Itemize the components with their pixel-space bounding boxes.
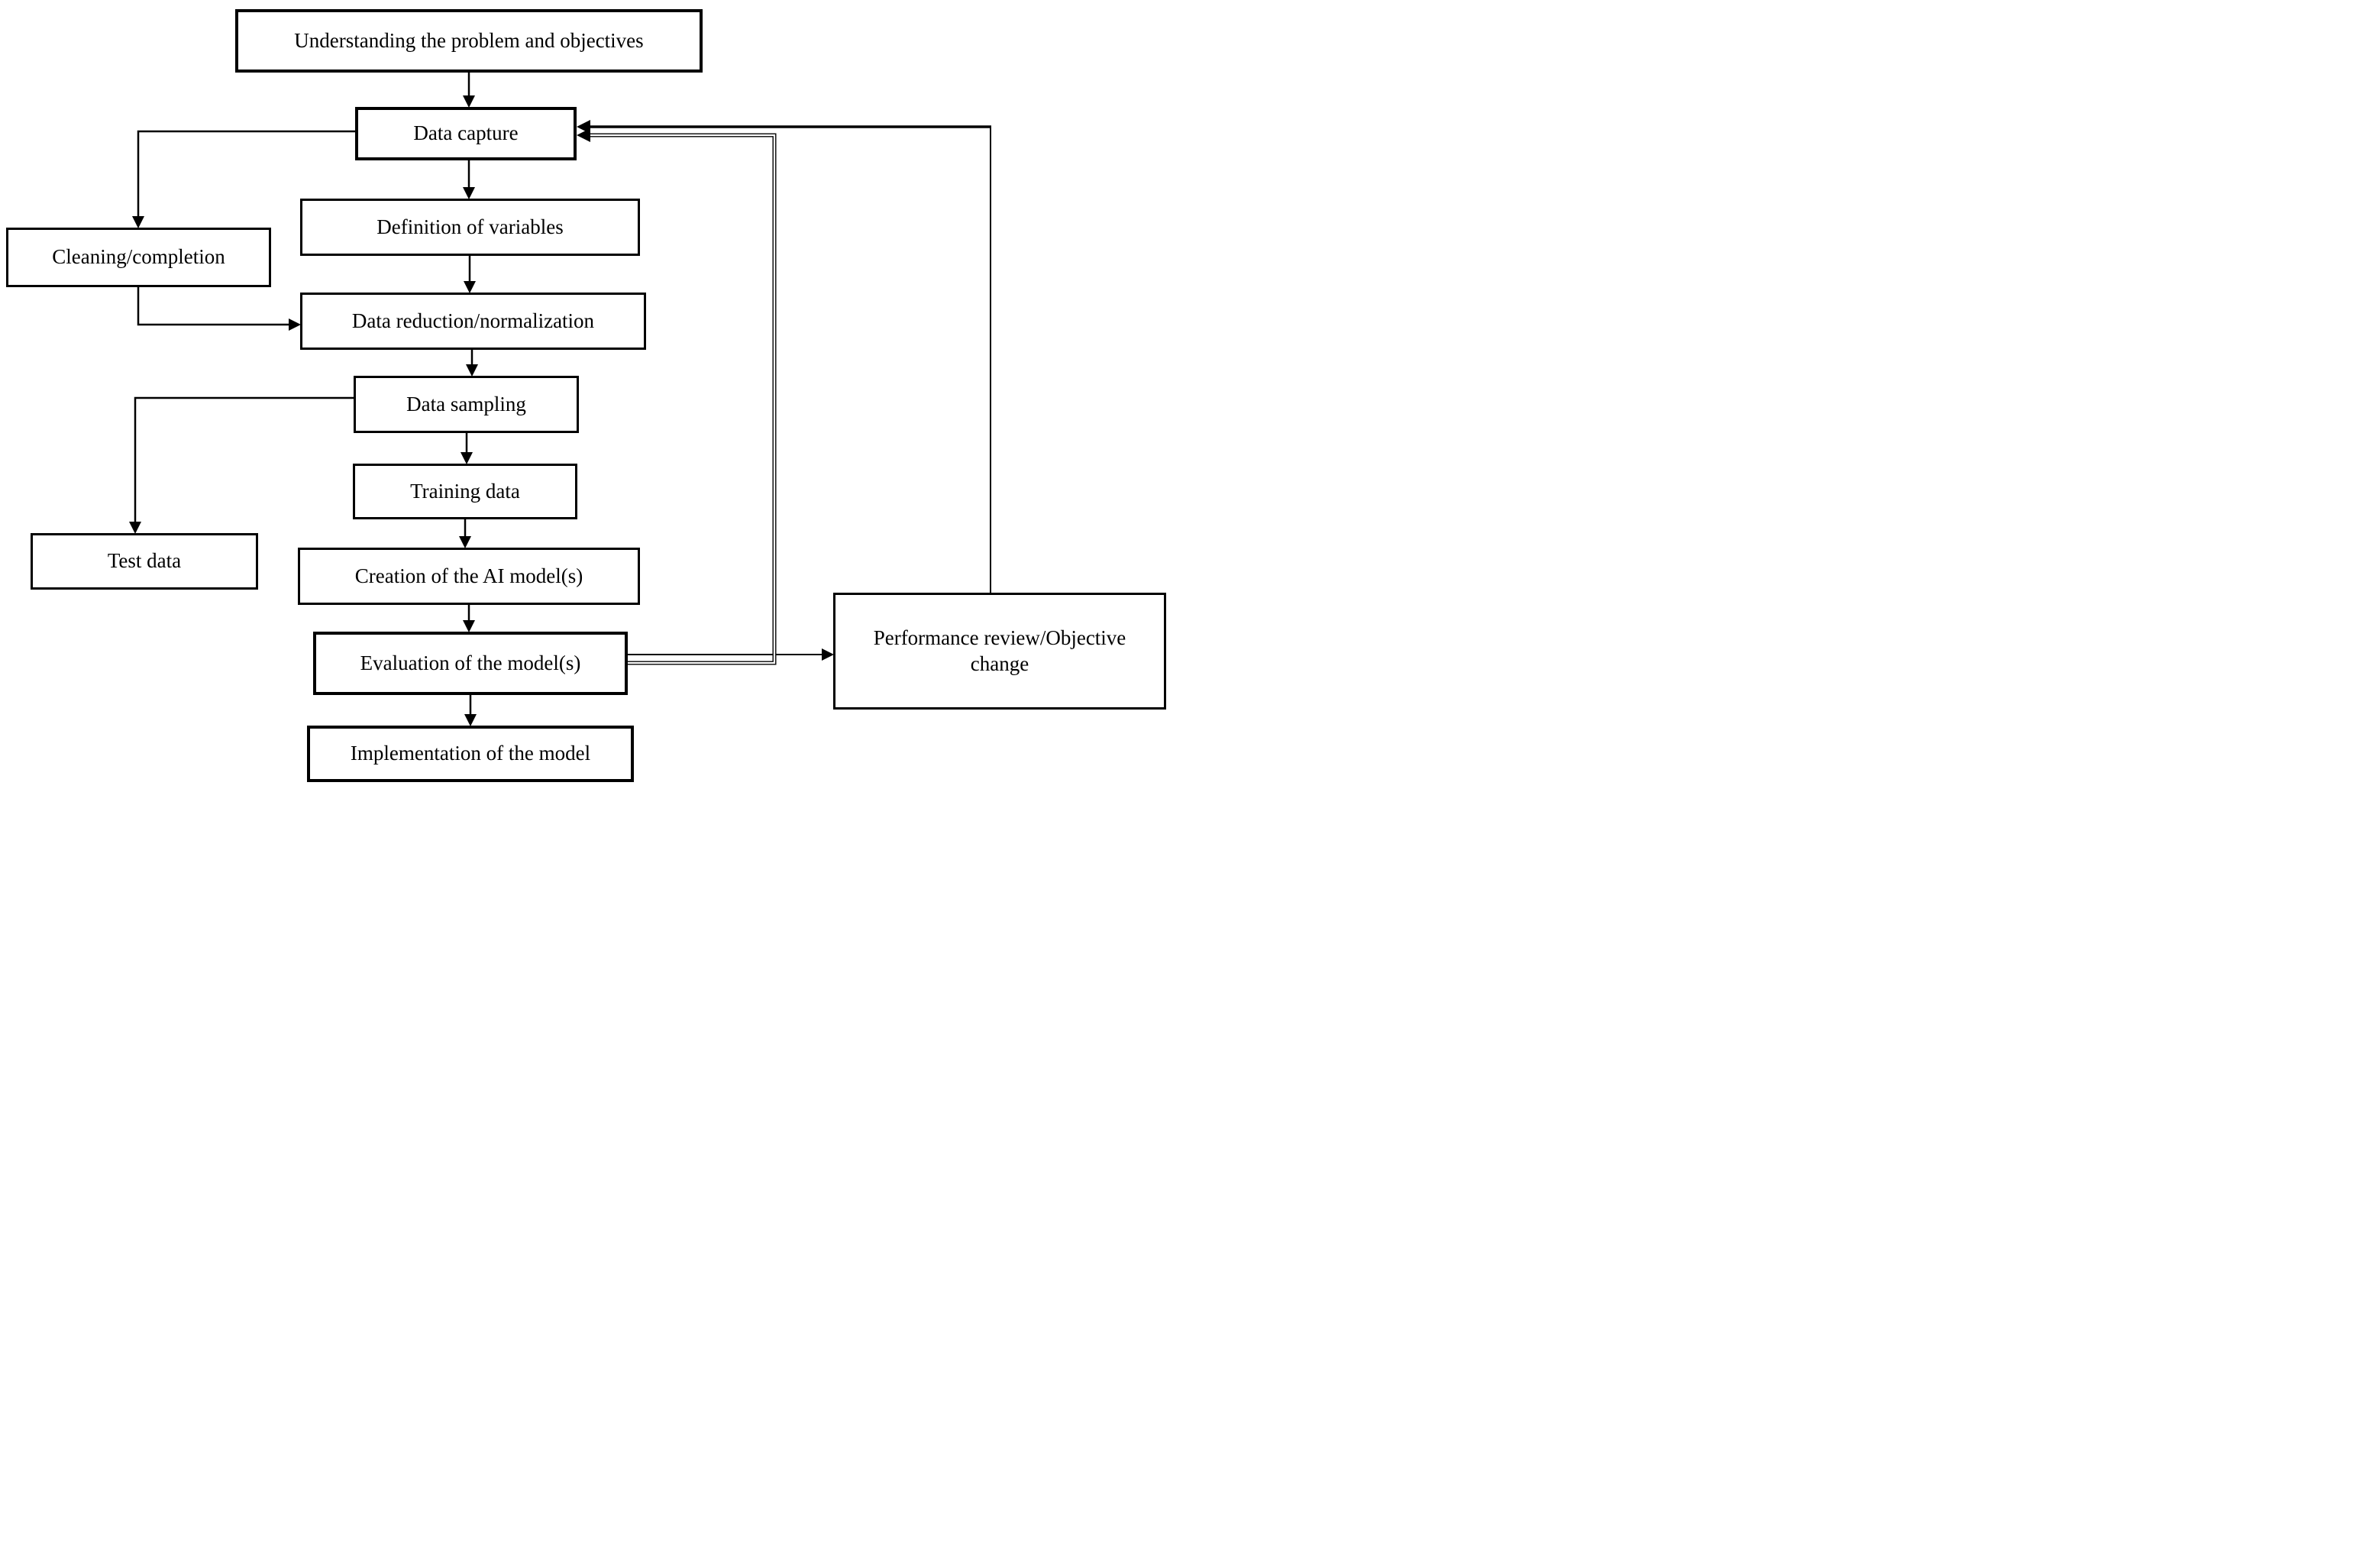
node-creation-ai-models-label: Creation of the AI model(s) [354, 564, 583, 587]
node-understanding-label: Understanding the problem and objectives [294, 28, 644, 52]
flowchart-canvas: Understanding the problem and objectives… [0, 0, 1178, 784]
node-data-reduction-normalization-label: Data reduction/normalization [351, 309, 595, 332]
node-evaluation-models: Evaluation of the model(s) [313, 632, 628, 695]
connector-layer [129, 73, 991, 726]
node-test-data-label: Test data [107, 549, 182, 573]
node-performance-review-label-line2: change [970, 651, 1029, 675]
node-definition-of-variables-label: Definition of variables [377, 215, 564, 238]
node-cleaning-completion-label: Cleaning/completion [52, 245, 225, 269]
edge-data-capture-to-definition [463, 160, 475, 199]
node-performance-review-label-line1: Performance review/Objective [873, 626, 1126, 649]
edge-performance-review-to-data-capture [577, 120, 991, 593]
node-data-sampling: Data sampling [354, 376, 579, 433]
edge-evaluation-to-implementation [464, 695, 477, 726]
node-data-reduction-normalization: Data reduction/normalization [300, 293, 646, 350]
node-data-sampling-label: Data sampling [406, 392, 526, 415]
edge-reduction-to-sampling [466, 350, 478, 377]
node-creation-ai-models: Creation of the AI model(s) [298, 548, 640, 605]
node-evaluation-models-label: Evaluation of the model(s) [360, 651, 581, 674]
edge-creation-to-evaluation [463, 605, 475, 632]
node-implementation-model-label: Implementation of the model [350, 742, 591, 765]
node-test-data: Test data [31, 533, 258, 590]
node-performance-review: Performance review/Objective change [833, 593, 1166, 710]
edge-data-capture-to-cleaning [132, 130, 355, 228]
node-implementation-model: Implementation of the model [307, 726, 634, 782]
node-definition-of-variables: Definition of variables [300, 199, 640, 256]
node-data-capture: Data capture [355, 107, 577, 160]
edge-sampling-to-training [461, 433, 473, 464]
node-training-data-label: Training data [410, 479, 520, 503]
edge-sampling-to-test-data [129, 396, 354, 534]
node-cleaning-completion: Cleaning/completion [6, 228, 271, 287]
node-training-data: Training data [353, 464, 577, 519]
edge-training-to-creation [459, 519, 471, 548]
edge-evaluation-to-performance-review [628, 648, 834, 661]
node-data-capture-label: Data capture [413, 121, 519, 145]
edge-definition-to-reduction [464, 256, 476, 293]
edge-cleaning-to-reduction [137, 287, 301, 331]
edge-understanding-to-data-capture [463, 73, 475, 108]
node-understanding: Understanding the problem and objectives [235, 9, 703, 73]
